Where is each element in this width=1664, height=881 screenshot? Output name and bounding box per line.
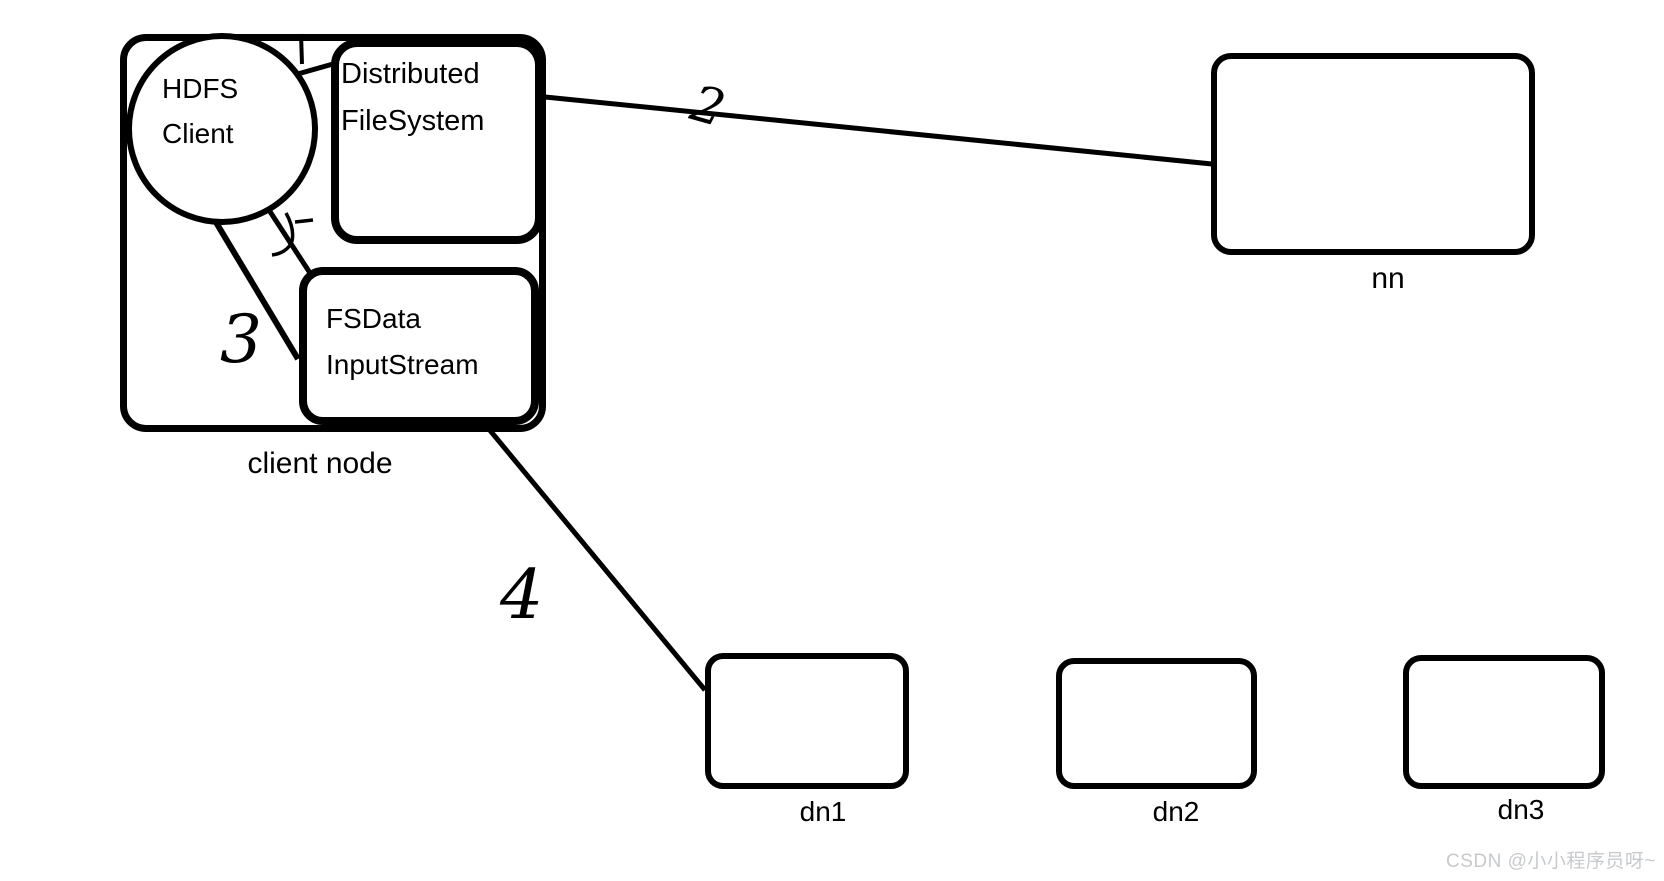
edge-dfs-to-nn	[544, 94, 1213, 167]
distributed-filesystem-label-line2: FileSystem	[341, 105, 485, 137]
fsdata-inputstream-node	[299, 267, 539, 425]
client-node-caption: client node	[247, 447, 393, 480]
step2-digit: 2	[684, 74, 732, 139]
fsdata-inputstream-label: FSData InputStream	[326, 296, 479, 388]
csdn-watermark: CSDN @小小程序员呀~	[1446, 851, 1656, 872]
hdfs-client-label-line1: HDFS	[162, 73, 239, 104]
datanode1-node	[705, 653, 909, 789]
fsdata-inputstream-label-line1: FSData	[326, 303, 421, 334]
hdfs-client-label: HDFS Client	[162, 66, 238, 156]
step4-digit: 4	[499, 556, 543, 635]
datanode3-node	[1403, 655, 1605, 789]
datanode2-caption: dn2	[1152, 796, 1200, 827]
fsdata-inputstream-label-line2: InputStream	[326, 349, 479, 380]
distributed-filesystem-label-line1: Distributed	[341, 58, 480, 90]
datanode1-caption: dn1	[799, 796, 847, 827]
distributed-filesystem-label: Distributed FileSystem	[341, 51, 484, 145]
hdfs-client-label-line2: Client	[162, 118, 234, 149]
datanode2-node	[1056, 658, 1257, 789]
namenode-node	[1211, 53, 1535, 255]
namenode-caption: nn	[1371, 262, 1405, 295]
datanode3-caption: dn3	[1497, 794, 1545, 825]
distributed-filesystem-node	[331, 39, 543, 244]
edge-fsdata-to-dn1	[486, 426, 707, 692]
